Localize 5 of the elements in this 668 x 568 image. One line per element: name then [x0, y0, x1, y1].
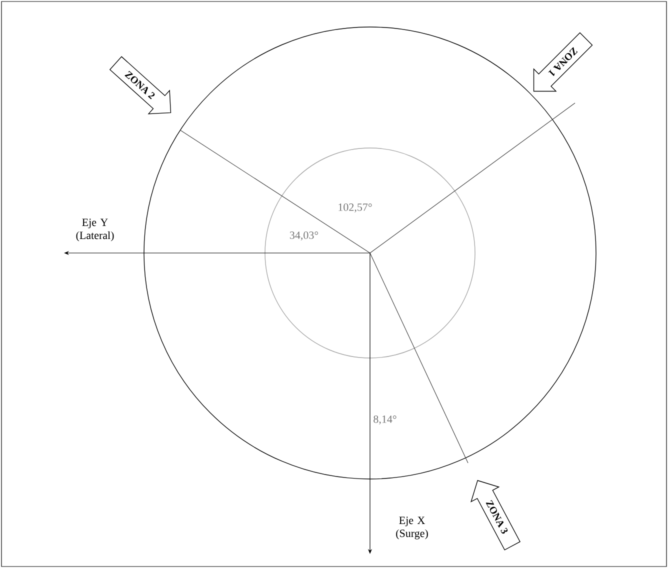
- axis-label: Eje Y (Lateral): [76, 218, 114, 242]
- axis-label: Eje X (Surge): [396, 516, 428, 540]
- angle-label: 102,57°: [338, 204, 372, 212]
- angle-label: 34,03°: [290, 232, 318, 240]
- angle-label: 8,14°: [374, 416, 396, 424]
